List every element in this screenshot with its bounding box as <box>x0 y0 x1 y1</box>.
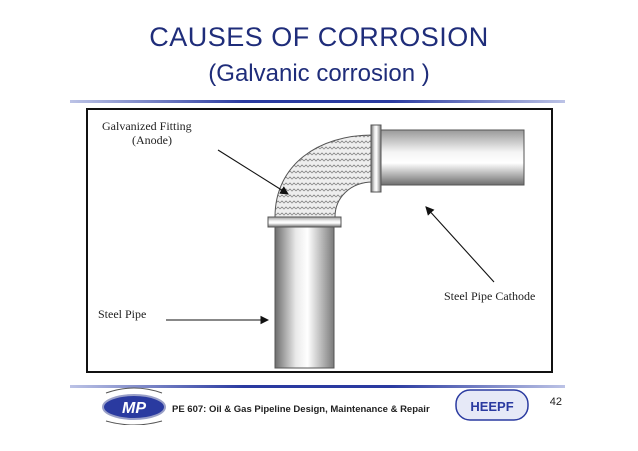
label-steel-pipe: Steel Pipe <box>98 307 146 321</box>
slide-title: CAUSES OF CORROSION <box>149 22 489 52</box>
label-galvanized-fitting: Galvanized Fitting <box>102 119 192 133</box>
galvanized-elbow-fitting <box>274 134 374 218</box>
pipe-flange-right <box>370 124 382 193</box>
arrow-to-fitting <box>217 149 289 195</box>
galvanic-corrosion-diagram: Galvanized Fitting (Anode) Steel Pipe Ca… <box>86 108 553 373</box>
label-anode: (Anode) <box>132 133 172 147</box>
label-steel-pipe-cathode: Steel Pipe Cathode <box>444 289 535 303</box>
university-logo: MP <box>100 385 168 426</box>
footer-course-title: PE 607: Oil & Gas Pipeline Design, Maint… <box>172 404 430 415</box>
slide-subtitle: (Galvanic corrosion ) <box>208 60 430 87</box>
pipe-flange-bottom <box>267 216 342 228</box>
heepf-logo: HEEPF <box>452 386 532 426</box>
horizontal-steel-pipe <box>380 129 525 186</box>
right-logo-text: HEEPF <box>470 399 513 414</box>
bottom-divider <box>70 385 565 388</box>
top-divider <box>70 100 565 103</box>
left-logo-text: MP <box>122 400 146 417</box>
page-number: 42 <box>549 396 562 408</box>
arrow-to-cathode <box>425 206 495 283</box>
vertical-steel-pipe <box>274 226 335 369</box>
